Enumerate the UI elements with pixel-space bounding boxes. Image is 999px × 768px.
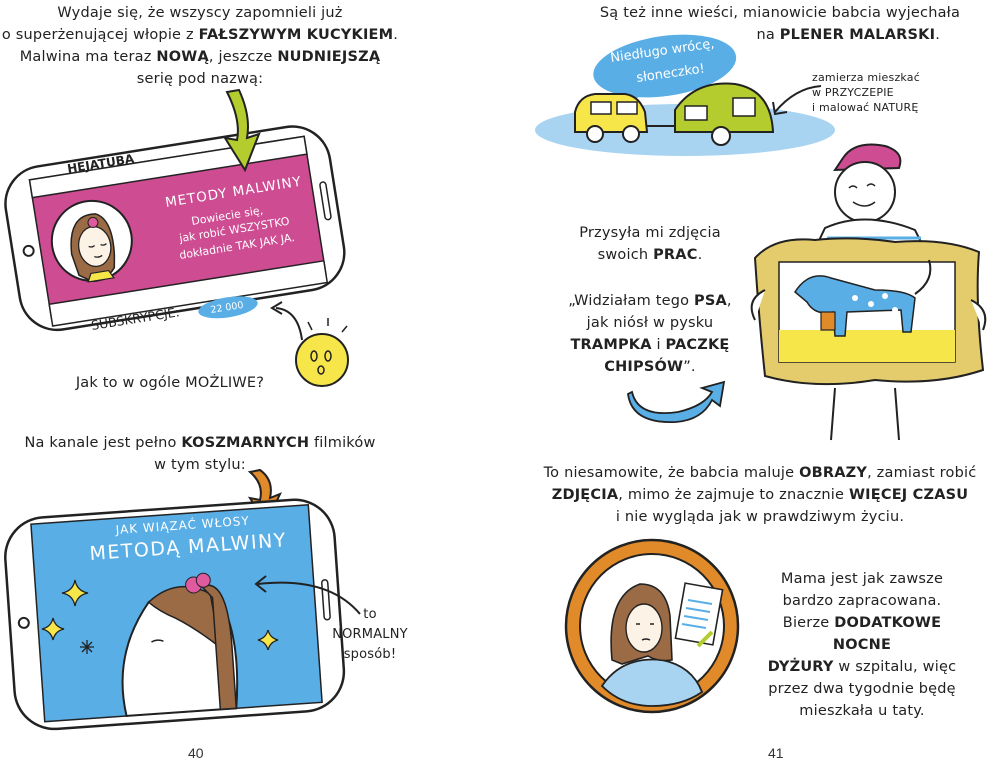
mom-line: Mama jest jak zawsze (780, 571, 944, 587)
subs-count-badge (198, 296, 258, 319)
question-text: Jak to w ogóle MOŻLIWE? (60, 372, 280, 394)
side-note: to NORMALNY sposób! (330, 605, 410, 665)
mom-bold: DODATKOWE NOCNE (832, 615, 942, 653)
side-note-line: sposób! (343, 647, 397, 662)
quote-line: i (651, 337, 666, 353)
phone1-subs-count: 22 000 (210, 300, 245, 316)
page-number: 40 (188, 745, 204, 761)
news-bold: PLENER MALARSKI (779, 27, 936, 43)
curved-arrow-icon (772, 85, 822, 116)
mom-line: bardzo zapracowana. (782, 593, 942, 609)
note-line: Na kanale jest pełno (24, 435, 182, 451)
quote-bold: TRAMPKA (570, 337, 652, 353)
amazing-line: , zamiast robić (867, 465, 977, 481)
intro-line: Wydaje się, że wszyscy zapomnieli już (57, 5, 343, 21)
shocked-face-icon (295, 318, 349, 387)
page-number: 41 (768, 745, 784, 761)
caravan-note-line: w PRZYCZEPIE (812, 86, 894, 99)
quote-text: „Widziałam tego PSA, jak niósł w pysku T… (550, 290, 750, 378)
intro-text: Wydaje się, że wszyscy zapomnieli już o … (0, 2, 400, 90)
down-arrow-icon (222, 88, 261, 173)
channel-note: Na kanale jest pełno KOSZMARNYCH filmikó… (10, 432, 390, 476)
photos-line: swoich (597, 247, 654, 263)
phone1-illustration: HEJATUBA METODY MALWINY Dowiecie się, ja… (4, 125, 346, 333)
mom-illustration (564, 538, 740, 714)
intro-bold: NUDNIEJSZĄ (277, 49, 381, 65)
right-page: Są też inne wieści, mianowicie babcia wy… (500, 0, 999, 768)
intro-bold: FAŁSZYWYM KUCYKIEM (198, 27, 394, 43)
amazing-bold: WIĘCEJ CZASU (848, 487, 969, 503)
quote-bold: PACZKĘ (665, 337, 730, 353)
quote-line: , (726, 293, 732, 309)
caravan-note: zamierza mieszkać w PRZYCZEPIE i malować… (812, 70, 942, 115)
quote-bold: PSA (694, 293, 727, 309)
curved-arrow-icon (627, 380, 726, 423)
sparkle-icon (257, 629, 279, 651)
mom-text: Mama jest jak zawsze bardzo zapracowana.… (762, 568, 962, 722)
amazing-line: i nie wygląda jak w prawdziwym życiu. (615, 509, 905, 525)
curved-arrow-icon (270, 301, 303, 341)
news-line: na (756, 27, 780, 43)
amazing-bold: ZDJĘCIA (551, 487, 619, 503)
quote-line: ”. (683, 359, 696, 375)
mom-line: Bierze (782, 615, 835, 631)
mom-line: mieszkała u taty. (799, 703, 925, 719)
quote-line: „Widziałam tego (568, 293, 694, 309)
news-text: Są też inne wieści, mianowicie babcia wy… (580, 2, 980, 46)
phone2-illustration (4, 498, 346, 731)
photos-bold: PRAC (653, 247, 698, 263)
news-line: . (935, 27, 940, 43)
left-page: Wydaje się, że wszyscy zapomnieli już o … (0, 0, 499, 768)
question-line: Jak to w ogóle MOŻLIWE? (75, 375, 265, 391)
quote-bold: CHIPSÓW (604, 359, 684, 375)
amazing-line: To niesamowite, że babcia maluje (543, 465, 800, 481)
curved-arrow-icon (254, 575, 361, 615)
side-note-line: NORMALNY (332, 627, 408, 642)
intro-line: . (393, 27, 399, 43)
star-icon (80, 640, 94, 654)
caravan-note-line: i malować NATURĘ (812, 101, 919, 114)
news-line: Są też inne wieści, mianowicie babcia wy… (599, 5, 961, 21)
note-line: w tym stylu: (154, 457, 246, 473)
car-caravan-illustration (535, 82, 835, 156)
quote-line: jak niósł w pysku (586, 315, 714, 331)
mom-bold: DYŻURY (767, 659, 834, 675)
speech-bubble-text: Niedługo wrócę, słoneczko! (609, 37, 715, 86)
intro-line: o superżenującej włopie z (1, 27, 199, 43)
caravan-note-line: zamierza mieszkać (812, 71, 920, 84)
mom-line: w szpitalu, więc (833, 659, 957, 675)
intro-bold: NOWĄ (156, 49, 209, 65)
grandma-painting-illustration (750, 143, 987, 441)
amazing-line: , mimo że zajmuje to znacznie (618, 487, 849, 503)
note-line: filmików (309, 435, 376, 451)
sparkle-icon (41, 617, 65, 641)
amazing-bold: OBRAZY (799, 465, 868, 481)
intro-line: , jeszcze (208, 49, 278, 65)
photos-line: . (697, 247, 703, 263)
side-note-line: to (363, 607, 377, 622)
amazing-text: To niesamowite, że babcia maluje OBRAZY,… (540, 462, 980, 528)
mom-line: przez dwa tygodnie będę (768, 681, 956, 697)
intro-line: Malwina ma teraz (19, 49, 157, 65)
photos-line: Przysyła mi zdjęcia (579, 225, 721, 241)
phone2-titles: JAK WIĄZAĆ WŁOSY METODĄ MALWINY (89, 513, 288, 565)
intro-line: serię pod nazwą: (136, 71, 264, 87)
note-bold: KOSZMARNYCH (181, 435, 310, 451)
photos-text: Przysyła mi zdjęcia swoich PRAC. (560, 222, 740, 266)
sparkle-icon (61, 579, 89, 607)
